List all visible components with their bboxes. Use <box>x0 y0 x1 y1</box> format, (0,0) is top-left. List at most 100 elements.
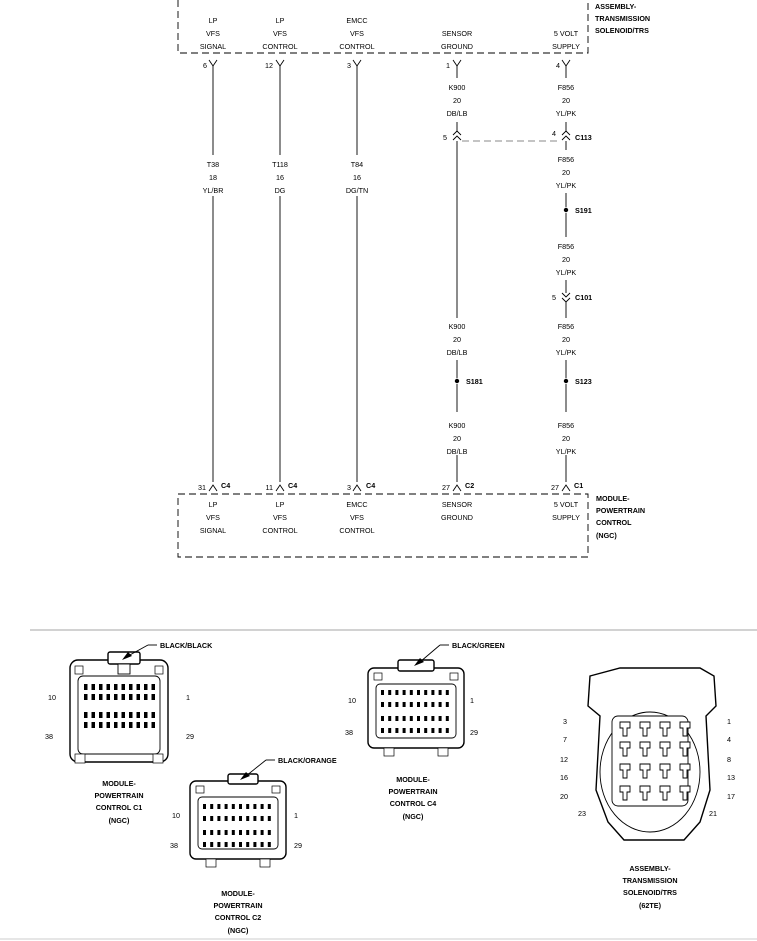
svg-text:MODULE-: MODULE- <box>596 494 630 503</box>
terminal-cavity <box>91 684 95 690</box>
terminal-cavity <box>217 816 221 821</box>
terminal-cavity <box>231 804 235 809</box>
terminal-cavity <box>151 694 155 700</box>
terminal-cavity <box>151 722 155 728</box>
svg-text:C4: C4 <box>221 481 230 490</box>
svg-text:29: 29 <box>294 841 302 850</box>
svg-text:20: 20 <box>562 255 570 264</box>
svg-text:C4: C4 <box>366 481 375 490</box>
svg-text:27: 27 <box>442 483 450 492</box>
svg-text:(NGC): (NGC) <box>403 812 424 821</box>
terminal-cavity <box>99 694 103 700</box>
terminal-cavity <box>217 804 221 809</box>
svg-text:3: 3 <box>347 483 351 492</box>
terminal-cavity <box>381 702 384 707</box>
bottom-pin-numbers: 31 C4 11 C4 3 C4 27 C2 27 C1 <box>198 481 583 492</box>
svg-text:GROUND: GROUND <box>441 42 473 51</box>
svg-text:1: 1 <box>294 811 298 820</box>
terminal-cavity <box>445 702 449 707</box>
terminal-cavity <box>144 684 148 690</box>
terminal-cavity <box>431 690 435 695</box>
terminal-cavity <box>224 816 228 821</box>
svg-text:LP: LP <box>209 16 218 25</box>
terminal-cavity <box>445 690 449 695</box>
terminal-cavity <box>679 721 691 737</box>
terminal-cavity <box>424 690 428 695</box>
svg-text:23: 23 <box>578 809 586 818</box>
cavities <box>84 684 155 728</box>
svg-text:20: 20 <box>453 96 461 105</box>
svg-text:VFS: VFS <box>350 513 364 522</box>
terminal-cavity <box>114 712 118 718</box>
terminal-cavity <box>106 694 110 700</box>
svg-text:4: 4 <box>727 735 731 744</box>
svg-text:ASSEMBLY-: ASSEMBLY- <box>595 2 637 11</box>
svg-text:20: 20 <box>453 335 461 344</box>
terminal-cavity <box>639 785 651 801</box>
svg-text:EMCC: EMCC <box>346 16 367 25</box>
svg-text:BLACK/ORANGE: BLACK/ORANGE <box>278 756 337 765</box>
terminal-cavity <box>121 684 125 690</box>
terminal-cavity <box>129 684 133 690</box>
svg-text:YL/PK: YL/PK <box>556 109 577 118</box>
svg-text:17: 17 <box>727 792 735 801</box>
svg-text:29: 29 <box>186 732 194 741</box>
terminal-cavity <box>224 804 228 809</box>
svg-text:38: 38 <box>345 728 353 737</box>
terminal-cavity <box>253 830 257 835</box>
svg-text:LP: LP <box>209 500 218 509</box>
svg-text:38: 38 <box>45 732 53 741</box>
svg-text:POWERTRAIN: POWERTRAIN <box>94 791 143 800</box>
terminal-cavity <box>438 728 442 733</box>
terminal-cavity <box>151 712 155 718</box>
terminal-cavity <box>106 722 110 728</box>
terminal-cavity <box>231 816 235 821</box>
bottom-function-labels: LP VFS SIGNAL LP VFS CONTROL EMCC VFS CO… <box>200 500 580 535</box>
svg-text:S191: S191 <box>575 206 592 215</box>
terminal-cavity <box>267 842 271 847</box>
wire-labels: T38 18 YL/BR T118 16 DG T84 16 DG/TN K90… <box>203 83 577 456</box>
terminal-cavity <box>395 702 399 707</box>
svg-text:DB/LB: DB/LB <box>447 109 468 118</box>
svg-text:29: 29 <box>470 728 478 737</box>
terminal-cavity <box>114 722 118 728</box>
terminal-cavity <box>388 690 392 695</box>
svg-text:F856: F856 <box>558 421 574 430</box>
terminal-cavity <box>203 804 206 809</box>
terminal-cavity <box>239 830 242 835</box>
svg-text:5: 5 <box>443 133 447 142</box>
svg-text:VFS: VFS <box>273 29 287 38</box>
wires <box>212 66 567 482</box>
terminal-cavity <box>679 785 691 801</box>
svg-text:F856: F856 <box>558 83 574 92</box>
svg-text:31: 31 <box>198 483 206 492</box>
svg-text:YL/PK: YL/PK <box>556 268 577 277</box>
svg-text:DB/LB: DB/LB <box>447 348 468 357</box>
terminal-cavity <box>402 716 406 721</box>
svg-text:5: 5 <box>552 293 556 302</box>
svg-text:VFS: VFS <box>206 29 220 38</box>
svg-text:T84: T84 <box>351 160 363 169</box>
bottom-component-title: MODULE- POWERTRAIN CONTROL (NGC) <box>596 494 645 540</box>
svg-text:12: 12 <box>265 61 273 70</box>
terminal-cavity <box>438 716 442 721</box>
terminal-cavity <box>679 763 691 779</box>
terminal-cavity <box>445 716 449 721</box>
terminal-cavity <box>84 684 88 690</box>
terminal-cavity <box>445 728 449 733</box>
terminal-cavity <box>246 842 250 847</box>
svg-text:SUPPLY: SUPPLY <box>552 513 580 522</box>
terminal-cavity <box>224 842 228 847</box>
svg-text:BLACK/BLACK: BLACK/BLACK <box>160 641 213 650</box>
terminal-cavity <box>381 728 384 733</box>
terminal-cavity <box>260 842 264 847</box>
splice-s123: S123 <box>563 377 592 386</box>
terminal-cavity <box>129 712 133 718</box>
terminal-cavity <box>210 804 214 809</box>
terminal-cavity <box>231 842 235 847</box>
svg-text:(NGC): (NGC) <box>596 531 617 540</box>
terminal-cavity <box>395 728 399 733</box>
svg-text:3: 3 <box>347 61 351 70</box>
terminal-cavity <box>136 684 140 690</box>
svg-text:POWERTRAIN: POWERTRAIN <box>213 901 262 910</box>
